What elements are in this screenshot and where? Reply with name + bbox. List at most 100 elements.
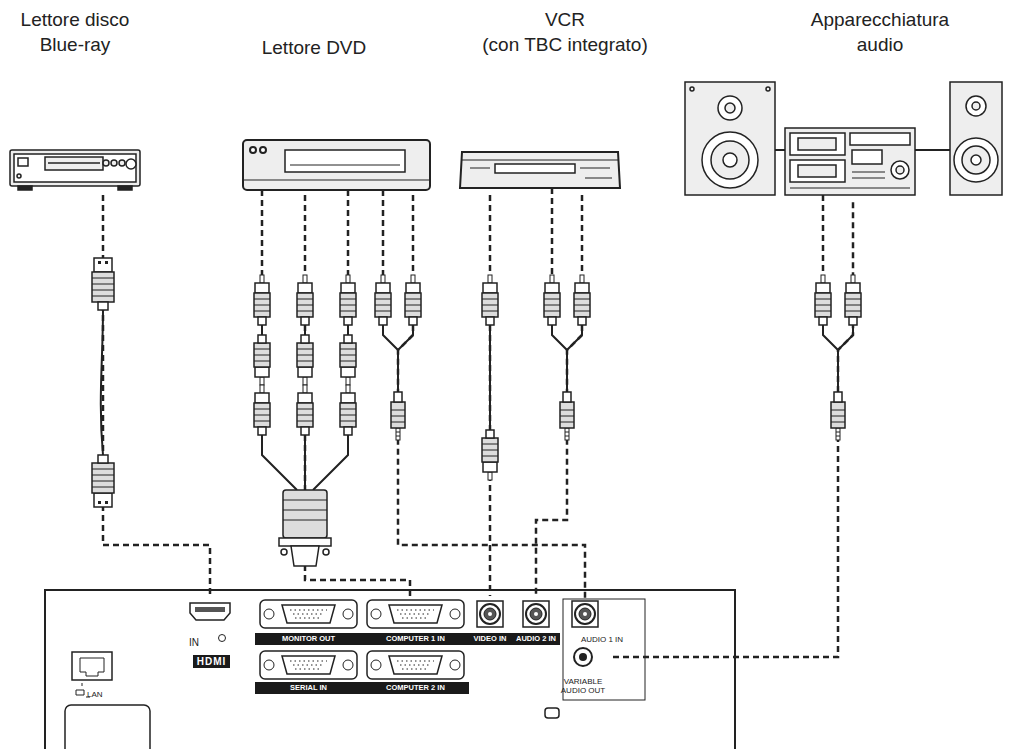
bluray-player — [18, 158, 28, 166]
plugs — [340, 275, 356, 325]
projector-panel — [367, 651, 464, 679]
plugs — [254, 275, 270, 325]
projector-panel — [545, 708, 559, 718]
port-label: INHDMI — [183, 594, 240, 668]
bluray-player — [103, 160, 109, 166]
port-name: VIDEO IN — [468, 633, 512, 645]
dvd-player — [250, 147, 256, 153]
cable-wires — [262, 325, 348, 335]
cable-wires — [101, 310, 853, 490]
audio-system — [718, 96, 742, 120]
dsub-adapter — [291, 546, 319, 566]
port-name: LAN — [87, 690, 103, 700]
bluray-player — [111, 160, 117, 166]
audio-system — [711, 141, 749, 179]
vcr — [462, 160, 618, 161]
port-label: MONITOR OUT — [255, 596, 362, 645]
port-name: COMPUTER 1 IN — [362, 633, 469, 645]
cable-wires — [552, 325, 582, 392]
bluray-player — [119, 160, 125, 166]
device-name: Apparecchiatura audio — [788, 8, 972, 57]
audio-system — [950, 82, 1002, 195]
bluray-player — [45, 157, 103, 170]
projector-panel — [65, 705, 150, 749]
audio-system — [850, 133, 910, 145]
port-name: COMPUTER 2 IN — [362, 682, 469, 694]
vcr — [460, 152, 620, 188]
audio-system — [685, 82, 775, 195]
audio-system — [972, 102, 980, 110]
plugs — [560, 392, 574, 440]
dsub-adapter — [281, 549, 287, 555]
port-name: VARIABLE AUDIO OUT — [553, 677, 613, 695]
port-name: MONITOR OUT — [255, 633, 362, 645]
audio-system — [891, 161, 909, 179]
port-label: COMPUTER 1 IN — [362, 596, 469, 645]
projector-panel — [579, 653, 587, 661]
plugs — [482, 430, 498, 480]
dsub-adapter — [279, 538, 331, 546]
audio-system — [971, 155, 981, 165]
cable-wires — [489, 325, 491, 430]
cable-wires — [823, 325, 853, 392]
projector-panel — [219, 635, 226, 642]
plugs — [375, 275, 391, 325]
port-name: IN — [189, 637, 199, 649]
cable-connector — [103, 195, 210, 594]
projector-panel — [45, 590, 735, 749]
dvd-player — [243, 140, 430, 190]
audio-system — [798, 138, 836, 150]
bluray-player — [10, 150, 140, 190]
plugs — [92, 258, 861, 507]
port-label: AUDIO 1 IN — [562, 598, 642, 644]
plugs — [831, 392, 845, 440]
cable-connector — [613, 200, 853, 657]
port-label: LAN — [65, 648, 120, 700]
cable-wires — [101, 310, 103, 455]
audio-system — [785, 128, 915, 195]
audio-system — [852, 150, 882, 164]
bluray-player — [14, 154, 136, 182]
plugs — [340, 335, 356, 385]
plugs — [340, 385, 356, 435]
port-label: VARIABLE AUDIO OUT — [553, 645, 613, 695]
projector-panel — [190, 603, 230, 620]
projector-panel — [80, 658, 104, 676]
plugs — [297, 275, 313, 325]
device-name: Lettore DVD — [262, 36, 367, 61]
cable-connector — [489, 195, 492, 596]
dsub-adapter — [323, 549, 329, 555]
port-label: COMPUTER 2 IN — [362, 648, 469, 694]
port-label: SERIAL IN — [255, 648, 362, 694]
port-label: VIDEO IN — [468, 596, 512, 645]
dvd-player — [243, 140, 430, 190]
bluray-player — [48, 162, 100, 164]
device-label: VCR(con TBC integrato) — [460, 8, 670, 195]
bluray-player — [17, 174, 21, 178]
projector-panel — [367, 600, 464, 628]
bluray-player — [118, 186, 132, 190]
projector-panel — [260, 651, 357, 679]
plugs — [254, 335, 270, 385]
port-name: AUDIO 1 IN — [581, 635, 623, 644]
cable-wires — [262, 435, 348, 490]
dvd-player — [285, 150, 405, 172]
device-name: (con TBC integrato) — [482, 33, 647, 58]
device-name: VCR — [545, 8, 585, 33]
plugs — [405, 275, 421, 325]
bluray-player — [126, 159, 136, 169]
projector-panel — [523, 601, 549, 627]
port-label: AUDIO 2 IN — [512, 596, 560, 645]
port-name: AUDIO 2 IN — [512, 633, 560, 645]
projector-panel — [477, 601, 503, 627]
plugs — [297, 385, 313, 435]
audio-system — [766, 87, 770, 91]
dsub-adapter — [283, 500, 327, 520]
vcr — [460, 152, 620, 188]
port-name: SERIAL IN — [255, 682, 362, 694]
plugs — [254, 385, 270, 435]
cable-wires — [383, 325, 413, 392]
cable-connector — [398, 195, 585, 598]
